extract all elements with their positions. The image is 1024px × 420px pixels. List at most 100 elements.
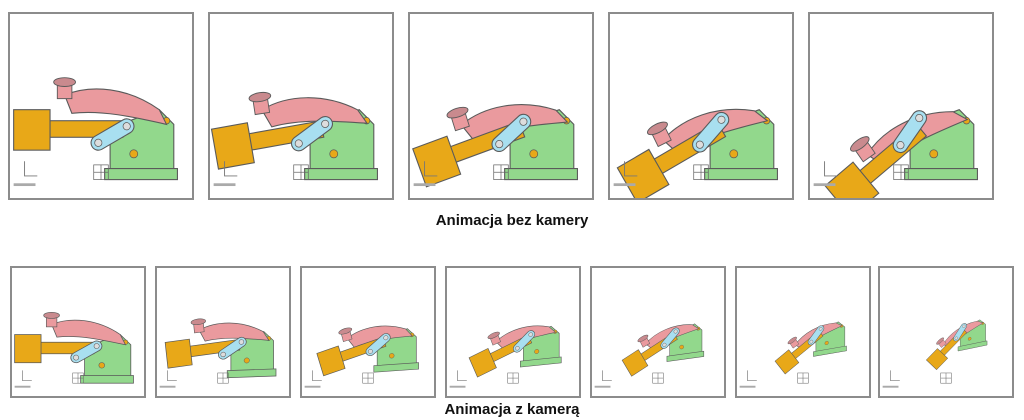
animation-frame — [10, 266, 146, 398]
triad-box — [93, 164, 109, 180]
mechanism-render — [449, 325, 562, 388]
coordinate-axis-icon — [813, 161, 838, 187]
triad-box — [493, 164, 509, 180]
triad-square — [940, 372, 952, 384]
cylinder-body — [468, 347, 497, 378]
mechanism — [14, 311, 134, 384]
triad-box — [293, 164, 309, 180]
animation-frame — [608, 12, 794, 200]
coordinate-axis-icon — [613, 161, 638, 187]
axis-lines — [224, 161, 238, 177]
animation-row-with-camera — [0, 266, 1024, 400]
base-plate — [373, 362, 419, 373]
axis-lines — [747, 370, 757, 381]
mechanism — [210, 91, 378, 181]
arm-spindle-pad — [850, 136, 870, 152]
cylinder-body — [412, 135, 462, 188]
cylinder-body — [14, 334, 42, 364]
triad-box — [362, 372, 374, 384]
toggle-link — [70, 340, 103, 364]
link-pin — [915, 113, 924, 123]
animation-frame — [878, 266, 1014, 398]
mechanism — [164, 318, 277, 379]
cylinder-body — [824, 161, 880, 198]
axis-lines — [22, 370, 32, 381]
toggle-link — [217, 336, 247, 360]
caption-with-camera: Animacja z kamerą — [444, 401, 580, 418]
link-pin — [93, 343, 100, 349]
clamp-arm — [248, 91, 369, 128]
link-pin — [383, 335, 389, 341]
triad-box — [652, 372, 664, 384]
animation-frame — [590, 266, 726, 398]
caption-without-camera: Animacja bez kamery — [435, 212, 589, 229]
arm-spindle-pad — [647, 121, 668, 136]
mechanism — [621, 323, 705, 377]
base-pin — [389, 353, 395, 359]
toggle-link — [365, 333, 391, 357]
mechanism-render — [882, 319, 988, 388]
base-pin — [243, 357, 250, 364]
base-pin — [729, 149, 739, 159]
animation-frame — [445, 266, 581, 398]
toggle-link — [692, 111, 730, 153]
coordinate-axis-icon — [14, 370, 32, 388]
pneumatic-cylinder — [164, 338, 241, 369]
link-pin — [695, 140, 704, 149]
base-plate — [226, 368, 277, 379]
link-pin — [321, 119, 330, 128]
base-pin — [824, 341, 829, 345]
link-pin — [809, 339, 814, 344]
link-pin — [220, 351, 226, 358]
axis-lines — [602, 370, 612, 381]
link-pin — [367, 348, 373, 354]
base-pin — [329, 149, 339, 159]
scale-bar — [449, 385, 466, 388]
link-pin — [519, 117, 528, 126]
clamp-arm — [190, 318, 270, 342]
cylinder-body — [164, 338, 193, 369]
mechanism — [13, 77, 178, 181]
arm-spindle-pad — [936, 337, 945, 345]
link-pin — [73, 354, 79, 361]
coordinate-axis-icon — [594, 370, 612, 388]
animation-frame — [735, 266, 871, 398]
coordinate-axis-icon — [449, 370, 467, 388]
base-pin — [534, 349, 540, 354]
toggle-link — [892, 110, 928, 154]
cylinder-body — [774, 349, 800, 375]
scale-bar — [613, 183, 636, 187]
clamp-arm — [43, 311, 127, 346]
triad-box — [693, 164, 709, 180]
mechanism-render — [159, 318, 277, 388]
animation-frame — [208, 12, 394, 200]
coordinate-axis-icon — [213, 161, 238, 187]
clamp-arm — [53, 77, 168, 126]
base-plate — [813, 345, 847, 357]
scale-bar — [304, 385, 321, 388]
mechanism-render — [210, 91, 378, 187]
axis-lines — [824, 161, 838, 177]
mechanism — [616, 108, 778, 198]
cylinder-body — [316, 345, 346, 377]
mechanism-render — [613, 108, 778, 198]
arm-spindle-pad — [487, 331, 500, 339]
triad-square — [652, 372, 664, 384]
mechanism — [774, 321, 847, 375]
triad-box — [507, 372, 519, 384]
coordinate-axis-icon — [13, 161, 38, 187]
mechanism — [824, 109, 978, 198]
link-pin — [238, 339, 245, 345]
scale-bar — [594, 385, 611, 388]
coordinate-axis-icon — [159, 370, 177, 388]
mechanism-render — [412, 104, 578, 188]
link-pin — [122, 122, 131, 131]
mechanism-render — [813, 109, 978, 198]
axis-lines — [624, 161, 638, 177]
triad-box — [217, 372, 229, 384]
base-plate — [104, 168, 178, 181]
scale-bar — [413, 183, 436, 187]
cylinder-body — [13, 109, 51, 151]
triad-box — [72, 372, 84, 384]
mechanism — [468, 325, 562, 378]
